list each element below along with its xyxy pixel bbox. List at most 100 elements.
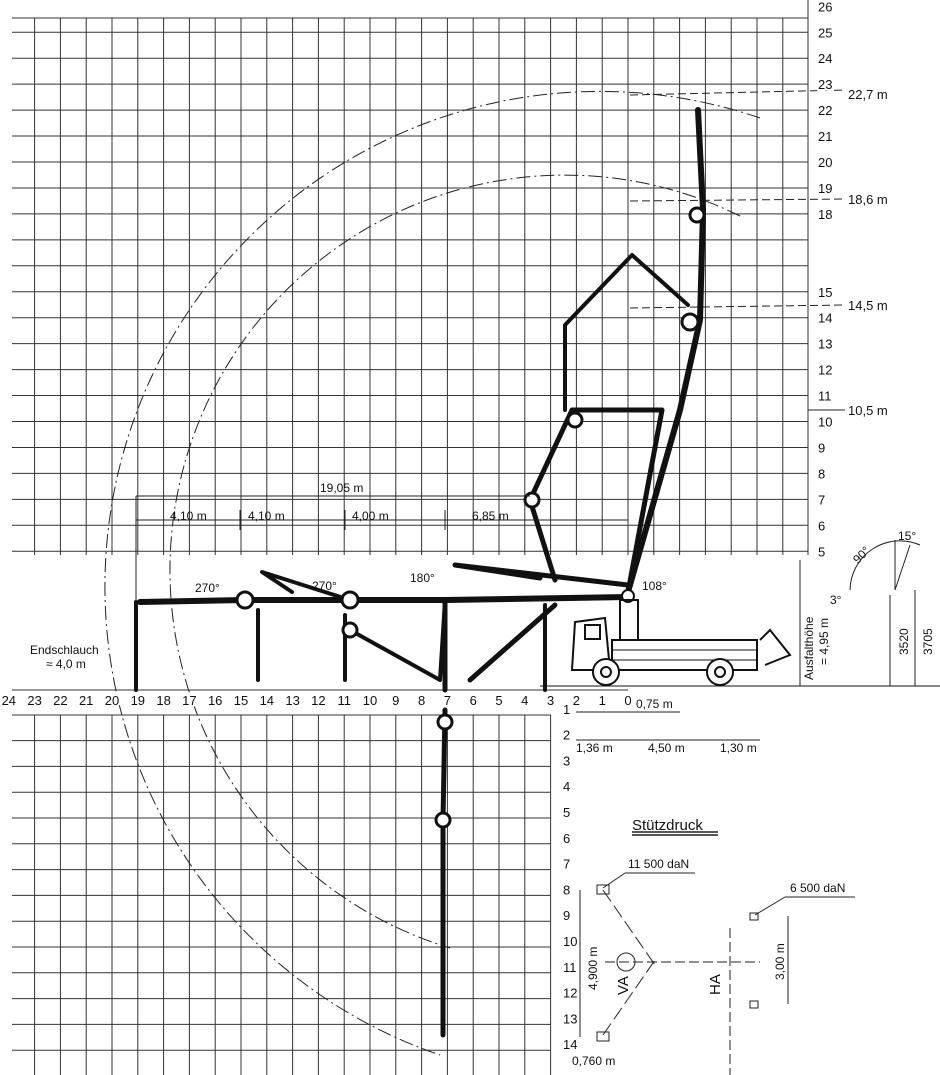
reach-axis-tick: 15 xyxy=(234,693,248,708)
angle-90: 90° xyxy=(850,543,873,566)
inner-reach-arc xyxy=(169,174,741,949)
reach-axis-tick: 22 xyxy=(53,693,67,708)
angle-3: 3° xyxy=(830,593,842,607)
height-axis-tick: 22 xyxy=(818,103,832,118)
dimension-lines xyxy=(135,495,921,741)
outrigger-title: Stützdruck xyxy=(632,817,703,834)
truck-icon xyxy=(540,599,940,687)
grid xyxy=(12,0,809,1075)
boom-folded-a xyxy=(527,407,665,595)
dim-total-reach: 19,05 m xyxy=(320,481,363,495)
depth-axis-tick: 5 xyxy=(563,805,570,820)
depth-axis-tick: 7 xyxy=(563,857,570,872)
dim-1-30: 1,30 m xyxy=(720,741,757,755)
reach-axis-tick: 1 xyxy=(599,693,606,708)
height-axis-tick: 24 xyxy=(818,51,832,66)
depth-axis-tick: 1 xyxy=(563,702,570,717)
reach-axis-tick: 18 xyxy=(156,693,170,708)
height-axis-tick: 23 xyxy=(818,77,832,92)
unfold-height-value: = 4,95 m xyxy=(817,618,831,665)
dim-section1: 4,10 m xyxy=(170,509,207,523)
reach-axis-tick: 7 xyxy=(444,693,451,708)
depth-axis-tick: 3 xyxy=(563,753,570,768)
height-axis-tick: 25 xyxy=(818,25,832,40)
depth-axis-tick: 12 xyxy=(563,986,577,1001)
boom-down-vertical-lower xyxy=(440,707,448,1038)
reach-axis-tick: 21 xyxy=(79,693,93,708)
dim-section2: 4,10 m xyxy=(248,509,285,523)
depth-axis-tick: 4 xyxy=(563,779,570,794)
reach-axis-tick: 8 xyxy=(418,693,425,708)
reach-axis-tick: 16 xyxy=(208,693,222,708)
boom-vertical xyxy=(625,107,706,595)
front-spread: 4,900 m xyxy=(586,947,600,990)
rear-spread: 3,00 m xyxy=(773,943,787,980)
boom-zfold-b xyxy=(348,598,447,682)
labels: 22,7 m 18,6 m 14,5 m 10,5 m 19,05 m 4,10… xyxy=(30,87,935,1068)
dim-4-50: 4,50 m xyxy=(648,741,685,755)
end-hose-label: Endschlauch xyxy=(30,643,99,657)
height-axis-tick: 13 xyxy=(818,337,832,352)
height-marker-14-5: 14,5 m xyxy=(848,298,888,313)
unfold-height-label: Ausfalthöhe xyxy=(802,616,816,680)
boom-zfold-d xyxy=(467,602,558,683)
height-axis-tick: 18 xyxy=(818,207,832,222)
reach-axis-tick: 24 xyxy=(2,693,16,708)
truck-height-3520: 3520 xyxy=(897,628,911,655)
angle-15: 15° xyxy=(898,529,916,543)
height-axis-tick: 8 xyxy=(818,466,825,481)
dim-section3: 4,00 m xyxy=(352,509,389,523)
depth-axis-tick: 9 xyxy=(563,908,570,923)
angle-270-a: 270° xyxy=(195,581,220,595)
height-axis-tick: 11 xyxy=(818,389,832,404)
boom-folded-b xyxy=(563,253,690,412)
reach-axis-tick: 10 xyxy=(363,693,377,708)
depth-axis-tick: 14 xyxy=(563,1037,577,1052)
front-outrigger-load: 11 500 daN xyxy=(628,857,689,871)
rear-axle-label: HA xyxy=(707,974,724,995)
reach-axis-tick: 6 xyxy=(470,693,477,708)
height-axis-tick: 20 xyxy=(818,155,832,170)
depth-axis-tick: 10 xyxy=(563,934,577,949)
reach-axis-tick: 14 xyxy=(260,693,274,708)
depth-axis-tick: 2 xyxy=(563,728,570,743)
reach-axis-tick: 9 xyxy=(392,693,399,708)
boom-zfold-a xyxy=(260,570,352,602)
depth-axis-tick: 13 xyxy=(563,1011,577,1026)
reach-axis-tick: 17 xyxy=(182,693,196,708)
angle-180: 180° xyxy=(410,571,435,585)
height-marker-10-5: 10,5 m xyxy=(848,403,888,418)
depth-axis-tick: 6 xyxy=(563,831,570,846)
reach-axis-tick: 23 xyxy=(27,693,41,708)
boom-zfold-c xyxy=(452,562,631,588)
outrigger-diagram xyxy=(579,831,855,1075)
dim-0-75: 0,75 m xyxy=(636,697,673,711)
reach-axis-tick: 3 xyxy=(547,693,554,708)
height-axis-tick: 7 xyxy=(818,492,825,507)
reach-axis-tick: 20 xyxy=(105,693,119,708)
depth-axis-tick: 11 xyxy=(563,960,577,975)
height-marker-22-7: 22,7 m xyxy=(848,87,888,102)
reach-axis-tick: 12 xyxy=(311,693,325,708)
offset-dim: 0,760 m xyxy=(572,1054,615,1068)
reach-axis-tick: 13 xyxy=(285,693,299,708)
height-axis-tick: 9 xyxy=(818,440,825,455)
reach-axis-tick: 4 xyxy=(521,693,528,708)
angle-108: 108° xyxy=(642,579,667,593)
height-axis-tick: 15 xyxy=(818,285,832,300)
end-hose-length: ≈ 4,0 m xyxy=(46,657,86,671)
front-axle-label: VA xyxy=(615,976,632,995)
reach-axis-tick: 2 xyxy=(573,693,580,708)
height-axis-tick: 6 xyxy=(818,518,825,533)
height-axis-tick: 5 xyxy=(818,544,825,559)
height-axis-tick: 12 xyxy=(818,363,832,378)
reach-axis-tick: 0 xyxy=(624,693,631,708)
boom-positions xyxy=(134,107,706,1038)
reach-axis-tick: 5 xyxy=(495,693,502,708)
height-axis-tick: 10 xyxy=(818,415,832,430)
depth-axis-tick: 8 xyxy=(563,882,570,897)
height-axis-tick: 19 xyxy=(818,181,832,196)
boom-horizontal xyxy=(137,594,631,605)
